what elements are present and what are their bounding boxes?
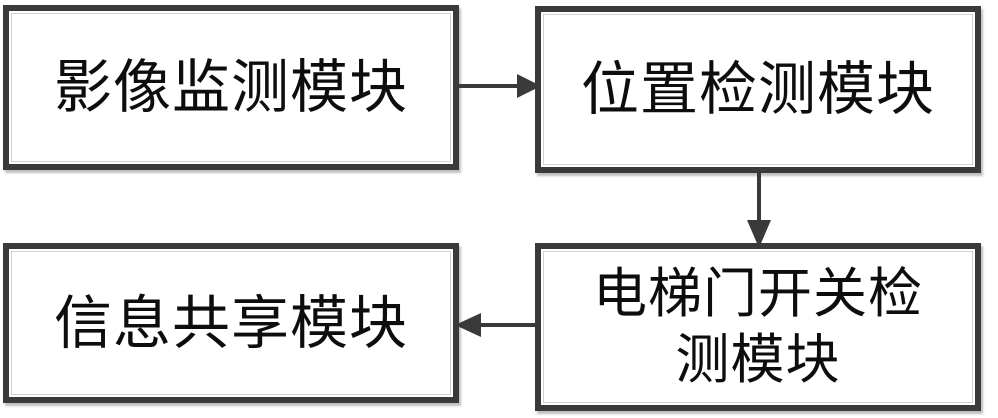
node-information-sharing[interactable]: 信息共享模块 xyxy=(3,243,459,403)
node-label: 位置检测模块 xyxy=(580,55,935,124)
arrow-image-monitoring-to-position-detection xyxy=(455,72,541,100)
node-elevator-door-switch-detection[interactable]: 电梯门开关检 测模块 xyxy=(535,243,981,411)
arrow-elevator-door-switch-detection-to-information-sharing xyxy=(455,310,541,340)
node-label: 电梯门开关检 测模块 xyxy=(593,262,923,391)
node-label: 信息共享模块 xyxy=(53,288,408,357)
node-image-monitoring[interactable]: 影像监测模块 xyxy=(3,5,459,170)
arrow-position-detection-to-elevator-door-switch-detection xyxy=(742,168,776,248)
node-position-detection[interactable]: 位置检测模块 xyxy=(535,6,981,173)
node-label: 影像监测模块 xyxy=(53,53,408,122)
